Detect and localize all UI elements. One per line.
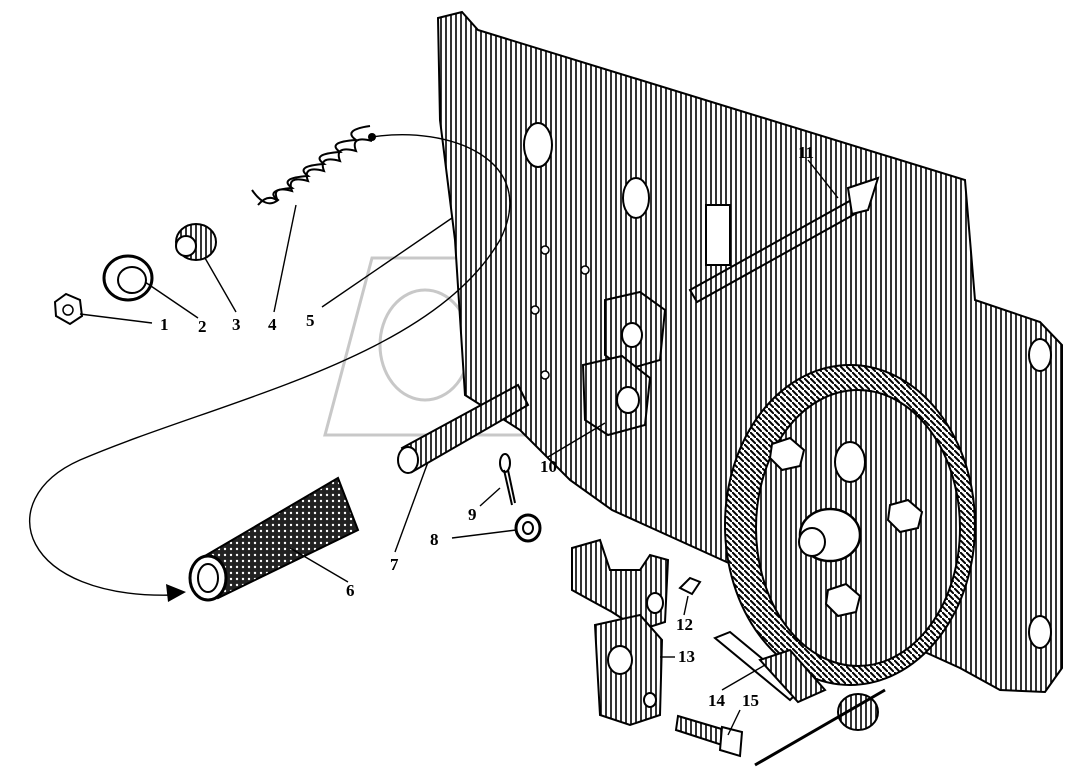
leader-lines <box>79 159 839 736</box>
callout-4: 4 <box>268 315 277 334</box>
plate-hole-2 <box>622 177 650 219</box>
gear-nut-1 <box>768 436 806 472</box>
bolt-part-15 <box>674 714 744 758</box>
long-pin-part-11 <box>688 176 880 304</box>
callout-9: 9 <box>468 505 477 524</box>
callout-7: 7 <box>390 555 399 574</box>
callout-12: 12 <box>676 615 693 634</box>
callout-1: 1 <box>160 315 169 334</box>
assembly-path-start-dot <box>368 133 376 141</box>
callout-2: 2 <box>198 317 207 336</box>
worm-shaft-part-14 <box>713 630 886 767</box>
plate-hole-3 <box>1028 338 1052 372</box>
key-part-12 <box>678 576 702 596</box>
callout-13: 13 <box>678 647 695 666</box>
cotter-pin-part-9 <box>499 453 516 506</box>
collar-part-2 <box>102 254 154 302</box>
gear-nut-3 <box>824 582 862 618</box>
callout-5: 5 <box>306 311 315 330</box>
callout-3: 3 <box>232 315 241 334</box>
bushing-part-3 <box>175 223 217 261</box>
callout-15: 15 <box>742 691 759 710</box>
callout-11: 11 <box>798 143 814 162</box>
callout-10: 10 <box>540 457 557 476</box>
plate-hole-1 <box>523 122 553 168</box>
callout-14: 14 <box>708 691 726 710</box>
sleeve-part-6 <box>188 476 360 602</box>
assembly-path-arrowhead <box>166 584 186 602</box>
yoke-part-13 <box>571 538 670 727</box>
plate-slot <box>705 204 731 266</box>
washer-part-8 <box>514 513 542 543</box>
spring-part-4 <box>251 125 373 206</box>
bracket-part-10 <box>581 290 667 437</box>
assembly-path-line <box>28 134 511 596</box>
plate-hole-4 <box>1028 615 1052 649</box>
callout-8: 8 <box>430 530 439 549</box>
large-gear <box>724 364 976 686</box>
gear-nut-2 <box>886 498 924 534</box>
threaded-tube-part-7 <box>397 383 530 474</box>
callout-6: 6 <box>346 581 355 600</box>
